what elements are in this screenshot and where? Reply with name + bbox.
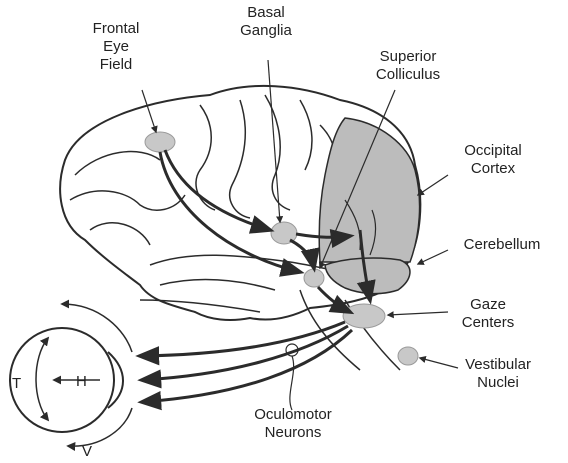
eye-axis-v: V (82, 443, 92, 458)
eye-axis-h: H (76, 373, 87, 390)
vertical-arc-lower-arrow (68, 408, 132, 446)
label-basal-ganglia: Basal Ganglia (226, 4, 306, 40)
torsion-arc-arrow (36, 338, 48, 420)
superior-colliculus-nucleus (304, 269, 324, 287)
label-gaze-centers: Gaze Centers (452, 296, 524, 332)
label-vestibular-nuclei: Vestibular Nuclei (452, 356, 544, 392)
frontal-eye-field-nucleus (145, 132, 175, 152)
vestibular-nuclei-nucleus (398, 347, 418, 365)
label-cerebellum: Cerebellum (452, 236, 552, 254)
label-occipital-cortex: Occipital Cortex (450, 142, 536, 178)
label-oculomotor-neurons: Oculomotor Neurons (240, 406, 346, 442)
eye-diagram (10, 304, 132, 446)
vertical-arc-upper-arrow (62, 304, 132, 352)
eye-axis-t: T (12, 375, 21, 392)
label-superior-colliculus: Superior Colliculus (360, 48, 456, 84)
label-frontal-eye-field: Frontal Eye Field (82, 20, 150, 74)
gaze-centers-nucleus (343, 304, 385, 328)
